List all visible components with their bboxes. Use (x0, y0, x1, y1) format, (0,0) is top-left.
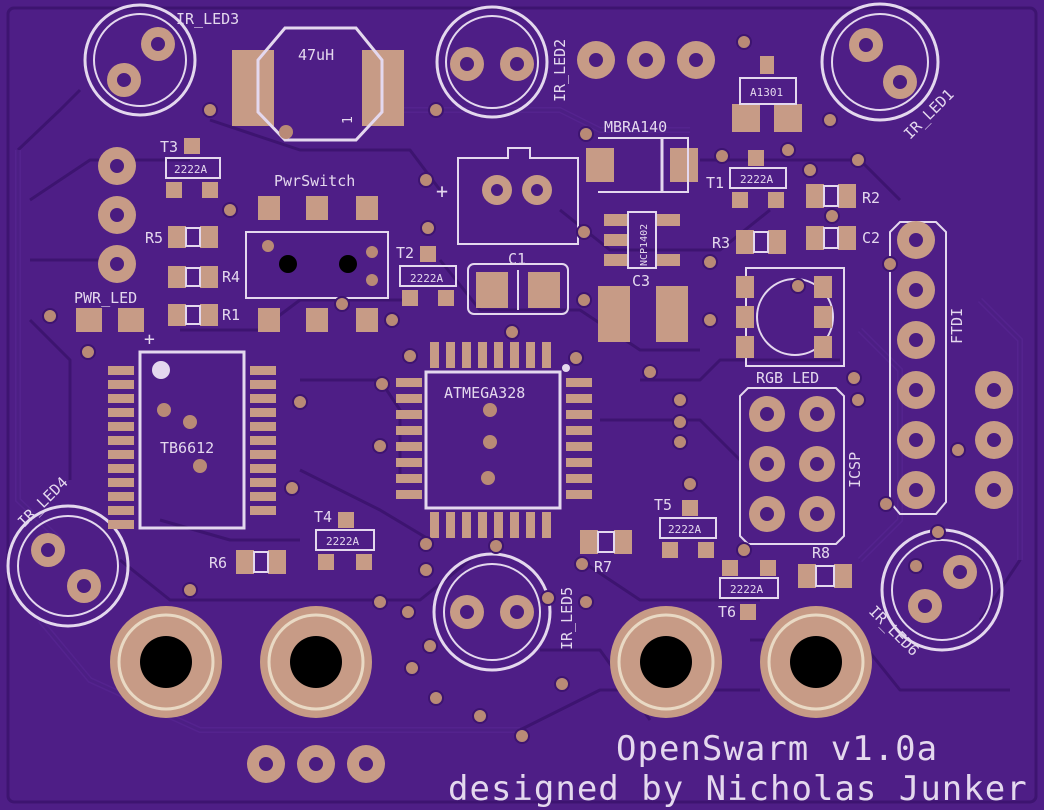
a1301-label: A1301 (750, 86, 783, 99)
ir-led2 (435, 5, 549, 119)
ftdi-header[interactable] (889, 221, 947, 515)
tb6612-motor-driver (108, 350, 276, 530)
r2-label: R2 (862, 189, 880, 207)
ir-led2-label: IR_LED2 (551, 39, 569, 102)
t3-part-label: 2222A (174, 163, 207, 176)
a1301-sensor (732, 56, 802, 132)
resistor-r2 (806, 184, 856, 208)
power-led-label: PWR_LED (74, 289, 137, 307)
t2-label: T2 (396, 244, 414, 262)
transistor-t1 (729, 150, 787, 208)
header-top-3pin (577, 41, 715, 79)
mounting-hole-2 (260, 606, 372, 718)
resistor-r5 (168, 226, 218, 248)
transistor-t3 (165, 138, 221, 198)
inductor (232, 26, 404, 142)
ncp1402-regulator (604, 211, 680, 269)
r5-label: R5 (145, 229, 163, 247)
icsp-header[interactable] (739, 387, 845, 545)
t3-label: T3 (160, 138, 178, 156)
t1-part-label: 2222A (740, 173, 773, 186)
icsp-label: ICSP (846, 452, 864, 488)
resistor-r4 (168, 266, 218, 288)
t6-label: T6 (718, 603, 736, 621)
t5-part-label: 2222A (668, 523, 701, 536)
resistor-r7 (580, 530, 632, 554)
r7-label: R7 (594, 558, 612, 576)
transistor-t6 (719, 560, 779, 620)
mbra140-label: MBRA140 (604, 118, 667, 136)
resistor-r6 (236, 550, 286, 574)
atmega-label: ATMEGA328 (444, 384, 525, 402)
c1-label: C1 (508, 250, 526, 268)
mbra140-diode (586, 137, 698, 193)
r6-label: R6 (209, 554, 227, 572)
capacitor-c3 (598, 286, 688, 342)
power-led (76, 308, 144, 332)
mounting-hole-4 (760, 606, 872, 718)
header-left-3pin (98, 147, 136, 283)
t4-label: T4 (314, 508, 332, 526)
board-title: OpenSwarm v1.0a (616, 729, 938, 769)
ir-led6 (880, 528, 1004, 652)
inductor-label: 47uH (298, 46, 334, 64)
transistor-t4 (315, 512, 375, 570)
battery-plus-label: + (436, 179, 448, 203)
t2-part-label: 2222A (410, 272, 443, 285)
r8-label: R8 (812, 544, 830, 562)
inductor-pin1-label: 1 (341, 116, 356, 124)
transistor-t2 (399, 246, 457, 306)
ftdi-label: FTDI (948, 308, 966, 344)
resistor-r8 (798, 564, 852, 588)
resistor-r1 (168, 304, 218, 326)
tb6612-label: TB6612 (160, 439, 214, 457)
ir-led1 (820, 2, 940, 122)
board-credit: designed by Nicholas Junker (448, 769, 1028, 809)
header-right-3pin (975, 371, 1013, 509)
rgb-led (736, 267, 845, 367)
battery-connector (457, 147, 579, 245)
t6-part-label: 2222A (730, 583, 763, 596)
atmega328-chip (396, 342, 592, 538)
ir-led3-label: IR_LED3 (176, 10, 239, 28)
header-bottom-3pin (247, 745, 385, 783)
power-switch-label: PwrSwitch (274, 172, 355, 190)
r3-label: R3 (712, 234, 730, 252)
r4-label: R4 (222, 268, 240, 286)
t1-label: T1 (706, 174, 724, 192)
vias (42, 34, 966, 744)
t5-label: T5 (654, 496, 672, 514)
mounting-hole-1 (110, 606, 222, 718)
power-switch[interactable] (245, 196, 389, 332)
rgb-led-label: RGB LED (756, 369, 819, 387)
ir-led5 (432, 552, 552, 672)
c3-label: C3 (632, 272, 650, 290)
ncp1402-label: NCP1402 (639, 224, 650, 266)
ir-led3 (83, 3, 197, 117)
t4-part-label: 2222A (326, 535, 359, 548)
mounting-hole-3 (610, 606, 722, 718)
ir-led4 (6, 504, 130, 628)
ir-led5-label: IR_LED5 (558, 587, 576, 650)
r1-label: R1 (222, 306, 240, 324)
transistor-t5 (659, 500, 717, 558)
resistor-r3 (736, 230, 786, 254)
capacitor-c2 (806, 226, 856, 250)
tb6612-plus-label: + (144, 329, 155, 350)
c2-label: C2 (862, 229, 880, 247)
capacitor-c1 (467, 263, 569, 315)
